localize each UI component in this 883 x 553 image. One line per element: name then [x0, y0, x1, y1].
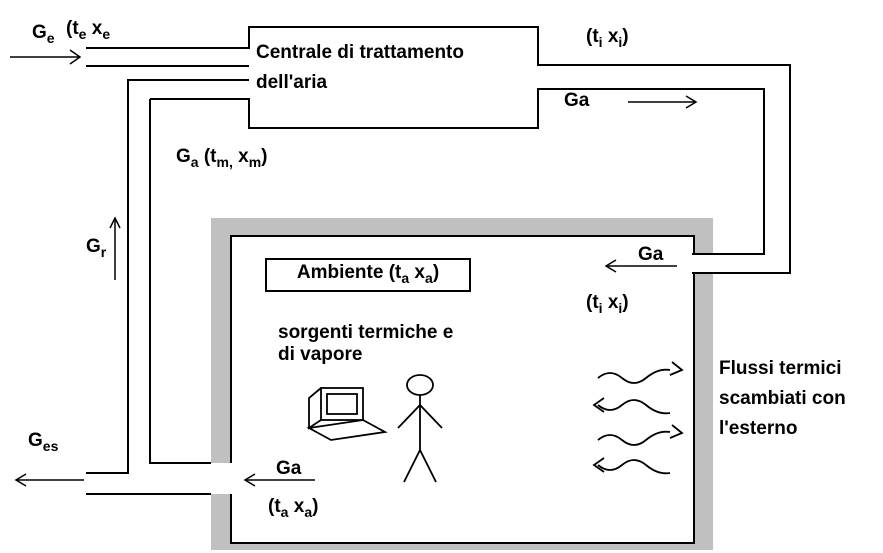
xa-out-symbol: x	[288, 496, 305, 517]
heat-flow-wave-4-head	[592, 457, 605, 473]
ti-xi-room-close: )	[622, 292, 629, 313]
heat-flow-wave-1	[597, 368, 671, 384]
person-arm-left	[397, 404, 421, 429]
ahu-outline-lower	[150, 88, 765, 255]
ga-inlet-arrow-head	[604, 259, 617, 273]
sources-line1: sorgenti termiche e	[278, 322, 454, 343]
ta-out-open: (t	[268, 496, 281, 517]
ge-subscript: e	[46, 30, 55, 46]
ge-arrow-head	[69, 49, 82, 65]
ga-mix-close: )	[261, 146, 268, 167]
heat-flow-wave-3	[597, 430, 671, 446]
heat-flow-wave-2	[597, 399, 671, 415]
tm-open: (t	[198, 146, 217, 167]
heat-flow-wave-3-head	[669, 424, 684, 439]
xm-subscript: m	[248, 154, 262, 170]
ga-mix-subscript: a	[190, 154, 199, 170]
computer-side	[308, 387, 322, 430]
ta-xa-out-close: )	[312, 496, 319, 517]
room-xa-symbol: x	[409, 261, 426, 283]
computer-screen	[326, 393, 358, 415]
recirc-duct-inner	[149, 99, 211, 464]
person-arm-right	[419, 404, 443, 429]
heat-flow-wave-2-head	[592, 397, 605, 413]
computer-icon	[306, 387, 388, 441]
xi-room-symbol: x	[602, 292, 619, 313]
ti-xi-top-label: (ti xi)	[586, 26, 629, 53]
gr-arrow-head	[109, 216, 121, 229]
gr-symbol: G	[86, 236, 101, 257]
xa-out-subscript: a	[304, 504, 313, 520]
external-line3: l'esterno	[719, 418, 798, 439]
recirc-duct-outer	[86, 79, 249, 474]
xe-subscript: e	[102, 26, 111, 42]
ti-room-subscript: i	[598, 300, 603, 316]
ga-outlet-arrow-head	[243, 473, 256, 487]
ges-symbol: G	[28, 430, 43, 451]
flow-arrows	[10, 49, 698, 487]
computer-monitor	[320, 387, 364, 421]
ta-xa-out-label: (ta xa)	[268, 496, 318, 523]
heat-flow-arrow-icon	[592, 361, 684, 475]
xe-symbol: x	[86, 18, 103, 39]
xm-symbol: x	[232, 146, 249, 167]
ges-subscript: es	[42, 438, 59, 454]
room-duct-opening-left	[211, 463, 233, 494]
ga-inlet-label: Ga	[638, 244, 664, 265]
person-leg-right	[419, 449, 437, 483]
computer-keyboard	[306, 419, 388, 441]
room-label-close: )	[432, 261, 440, 283]
ahu-outline	[86, 26, 791, 274]
ges-label: Ges	[28, 430, 58, 457]
room-interior	[230, 235, 695, 544]
external-line1: Flussi termici	[719, 358, 842, 379]
ti-top-open: (t	[586, 26, 599, 47]
xi-room-subscript: i	[618, 300, 623, 316]
ga-supply-arrow-head	[685, 95, 698, 109]
heat-flow-wave-4	[597, 459, 671, 475]
ti-room-open: (t	[586, 292, 599, 313]
room-label-text: Ambiente (t	[296, 261, 402, 283]
ti-xi-top-close: )	[622, 26, 629, 47]
person-leg-left	[403, 449, 421, 483]
ga-supply-label: Ga	[564, 90, 590, 111]
room-label: Ambiente (ta xa)	[297, 262, 439, 289]
ti-xi-room-label: (ti xi)	[586, 292, 629, 319]
room-duct-opening-right	[692, 254, 714, 274]
xi-top-symbol: x	[602, 26, 619, 47]
ga-outlet-label: Ga	[276, 458, 302, 479]
ti-top-subscript: i	[598, 34, 603, 50]
ge-symbol: G	[32, 22, 47, 43]
unit-label-line1: Centrale di trattamento	[256, 42, 464, 63]
ga-mix-label: Ga (tm, xm)	[176, 146, 268, 173]
tm-subscript: m,	[216, 154, 233, 170]
te-xe-label: (te xe	[66, 18, 110, 45]
ga-mix-symbol: G	[176, 146, 191, 167]
ge-label: Ge	[32, 22, 55, 49]
person-icon	[397, 374, 443, 483]
gr-label: Gr	[86, 236, 106, 263]
te-subscript: e	[78, 26, 87, 42]
xi-top-subscript: i	[618, 34, 623, 50]
ducts	[86, 26, 791, 495]
heat-flow-wave-1-head	[669, 361, 684, 376]
external-line2: scambiati con	[719, 388, 846, 409]
te-xe-open: (t	[66, 18, 79, 39]
ges-arrow-head	[14, 473, 27, 487]
room-xa-subscript: a	[425, 269, 433, 286]
room-label-box: Ambiente (ta xa)	[265, 258, 471, 292]
sources-line2: di vapore	[278, 344, 363, 365]
unit-label-line2: dell'aria	[256, 72, 328, 93]
ta-out-subscript: a	[280, 504, 289, 520]
gr-subscript: r	[100, 244, 107, 260]
room-ta-subscript: a	[401, 269, 410, 286]
